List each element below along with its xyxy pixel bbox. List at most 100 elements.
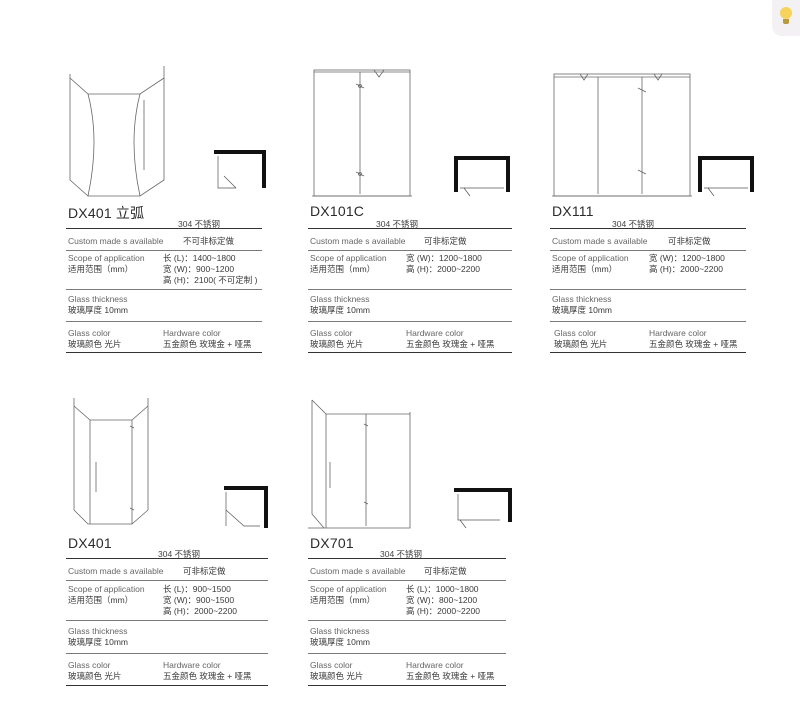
- product-material: 304 不锈钢: [376, 219, 419, 229]
- divider: [66, 250, 262, 251]
- product-card-dx111: DX111 304 不锈钢: [546, 60, 754, 260]
- scope-label-cn: 适用范围（mm）: [310, 595, 376, 605]
- product-material: 304 不锈钢: [380, 549, 423, 559]
- divider: [66, 352, 262, 353]
- custom-label: Custom made s available: [68, 236, 164, 246]
- shower-drawing-dx111: [552, 73, 754, 197]
- hardware-value: 五金颜色 玫瑰金 + 哑黑: [649, 339, 738, 349]
- shower-drawing-dx101c: [312, 69, 510, 197]
- glass-color-label: Glass color: [310, 328, 353, 338]
- divider: [66, 228, 262, 229]
- divider: [66, 685, 268, 686]
- product-name: DX701: [310, 535, 354, 551]
- glass-color-value: 玻璃颜色 光片: [68, 339, 122, 349]
- hardware-label: Hardware color: [163, 328, 221, 338]
- divider: [66, 558, 268, 559]
- divider: [66, 580, 268, 581]
- hardware-label: Hardware color: [406, 328, 464, 338]
- glass-label: Glass thickness: [310, 626, 370, 636]
- custom-label: Custom made s available: [310, 236, 406, 246]
- product-name: DX401: [68, 535, 112, 551]
- scope-value: 高 (H)：2000~2200: [649, 264, 723, 274]
- divider: [308, 228, 512, 229]
- product-name: DX111: [552, 203, 594, 219]
- glass-color-value: 玻璃颜色 光片: [310, 339, 364, 349]
- scope-value: 宽 (W)：900~1200: [163, 264, 235, 274]
- glass-value: 玻璃厚度 10mm: [310, 305, 370, 315]
- scope-label-en: Scope of application: [68, 584, 145, 594]
- glass-label: Glass thickness: [310, 294, 370, 304]
- product-card-dx701: DX701 304 不锈钢: [304, 392, 512, 592]
- scope-label-en: Scope of application: [310, 253, 387, 263]
- scope-value: 高 (H)：2000~2200: [406, 264, 480, 274]
- divider: [550, 228, 746, 229]
- hardware-value: 五金颜色 玫瑰金 + 哑黑: [406, 671, 495, 681]
- lightbulb-icon[interactable]: [772, 0, 800, 36]
- glass-value: 玻璃厚度 10mm: [310, 637, 370, 647]
- product-card-dx401-arc: DX401 立弧 304 不锈钢: [60, 60, 266, 260]
- scope-value: 宽 (W)：1200~1800: [406, 253, 482, 263]
- scope-value: 宽 (W)：1200~1800: [649, 253, 725, 263]
- divider: [550, 321, 746, 322]
- product-card-dx401: DX401 304 不锈钢: [60, 392, 268, 592]
- glass-label: Glass thickness: [68, 626, 128, 636]
- hardware-value: 五金颜色 玫瑰金 + 哑黑: [163, 671, 252, 681]
- custom-value: 可非标定做: [668, 236, 711, 246]
- divider: [308, 620, 506, 621]
- product-material: 304 不锈钢: [158, 549, 201, 559]
- custom-value: 不可非标定做: [183, 236, 235, 246]
- hardware-value: 五金颜色 玫瑰金 + 哑黑: [406, 339, 495, 349]
- scope-value: 高 (H)：2000~2200: [406, 606, 480, 616]
- divider: [308, 653, 506, 654]
- bulb-glass: [780, 7, 792, 19]
- divider: [66, 653, 268, 654]
- scope-value: 宽 (W)：900~1500: [163, 595, 235, 605]
- divider: [66, 321, 262, 322]
- scope-label-en: Scope of application: [552, 253, 629, 263]
- divider: [308, 289, 512, 290]
- divider: [66, 289, 262, 290]
- glass-color-value: 玻璃颜色 光片: [554, 339, 608, 349]
- product-material: 304 不锈钢: [178, 219, 221, 229]
- hardware-label: Hardware color: [649, 328, 707, 338]
- scope-value: 高 (H)：2100( 不可定制 ): [163, 275, 258, 285]
- custom-label: Custom made s available: [68, 566, 164, 576]
- product-card-dx101c: DX101C 304 不锈钢: [304, 60, 512, 260]
- scope-label-cn: 适用范围（mm）: [310, 264, 376, 274]
- divider: [550, 289, 746, 290]
- scope-label-cn: 适用范围（mm）: [68, 595, 134, 605]
- custom-value: 可非标定做: [183, 566, 226, 576]
- divider: [308, 685, 506, 686]
- glass-value: 玻璃厚度 10mm: [552, 305, 612, 315]
- scope-label-cn: 适用范围（mm）: [68, 264, 134, 274]
- product-name: DX101C: [310, 203, 365, 219]
- custom-label: Custom made s available: [552, 236, 648, 246]
- glass-label: Glass thickness: [68, 294, 128, 304]
- divider: [308, 250, 512, 251]
- glass-color-label: Glass color: [68, 328, 111, 338]
- hardware-value: 五金颜色 玫瑰金 + 哑黑: [163, 339, 252, 349]
- product-material: 304 不锈钢: [612, 219, 655, 229]
- glass-value: 玻璃厚度 10mm: [68, 305, 128, 315]
- divider: [66, 620, 268, 621]
- shower-drawing-dx401: [73, 398, 268, 528]
- shower-drawing-dx701: [308, 399, 512, 529]
- scope-label-en: Scope of application: [68, 253, 145, 263]
- glass-value: 玻璃厚度 10mm: [68, 637, 128, 647]
- scope-value: 长 (L)：1400~1800: [163, 253, 236, 263]
- divider: [308, 558, 506, 559]
- hardware-label: Hardware color: [163, 660, 221, 670]
- scope-label-cn: 适用范围（mm）: [552, 264, 618, 274]
- scope-value: 长 (L)：900~1500: [163, 584, 231, 594]
- divider: [308, 352, 512, 353]
- divider: [308, 580, 506, 581]
- divider: [308, 321, 512, 322]
- glass-color-label: Glass color: [310, 660, 353, 670]
- glass-color-label: Glass color: [68, 660, 111, 670]
- divider: [550, 352, 746, 353]
- hardware-label: Hardware color: [406, 660, 464, 670]
- custom-value: 可非标定做: [424, 236, 467, 246]
- divider: [550, 250, 746, 251]
- scope-value: 宽 (W)：800~1200: [406, 595, 478, 605]
- glass-color-value: 玻璃颜色 光片: [310, 671, 364, 681]
